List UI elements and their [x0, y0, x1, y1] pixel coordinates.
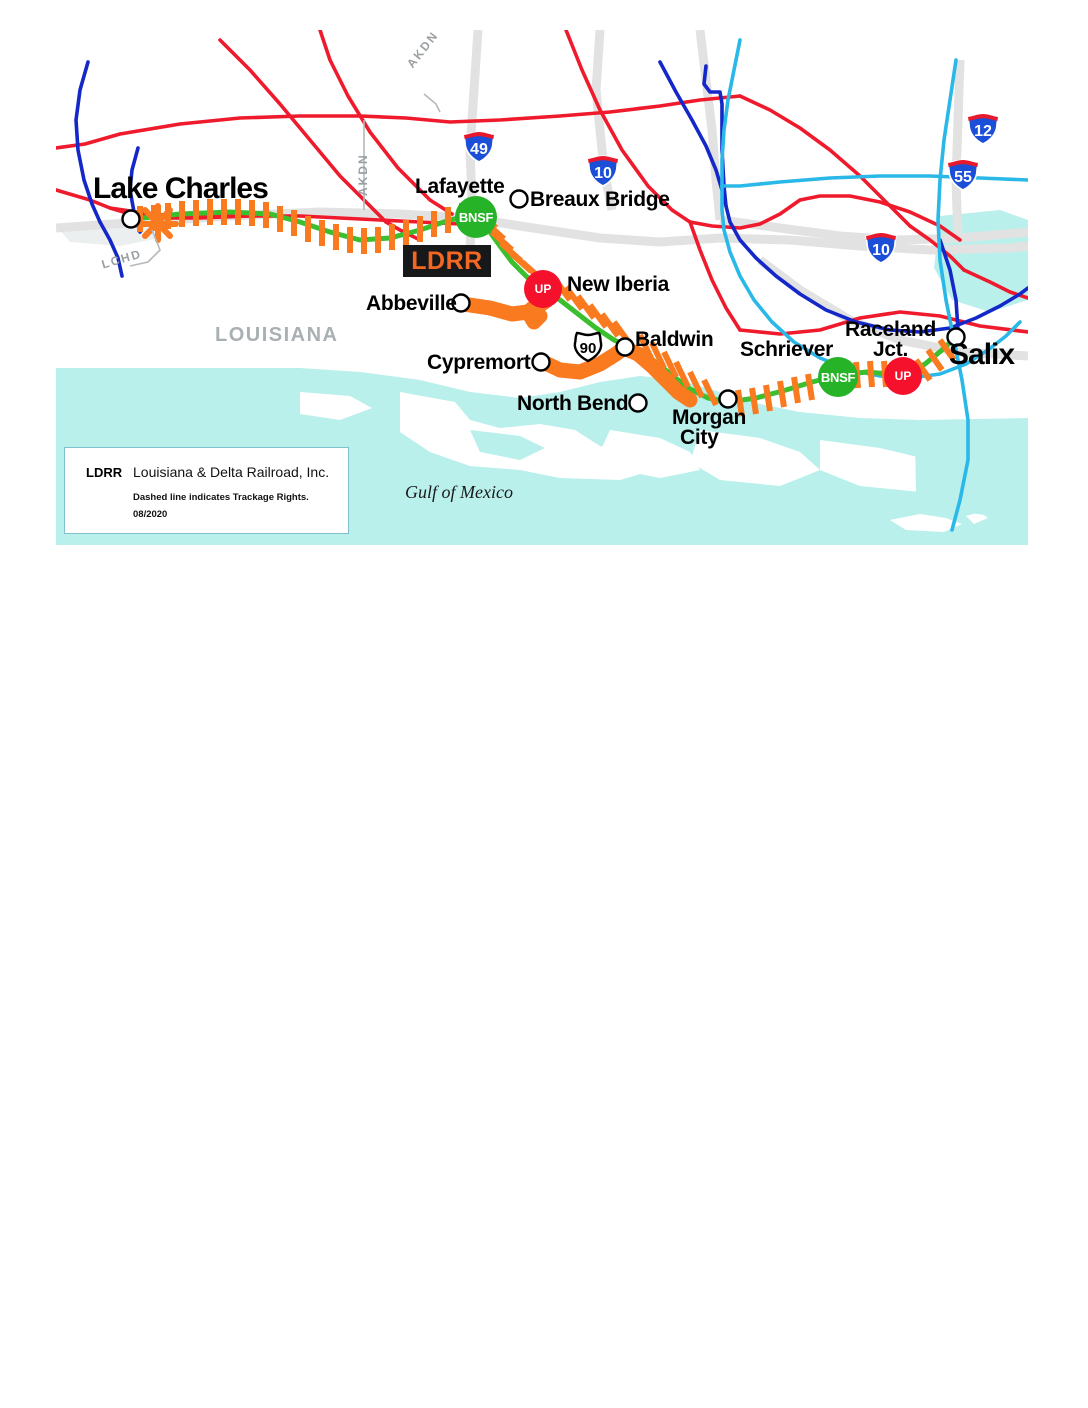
northbend-branch — [616, 340, 698, 408]
ldrr-owned-branches — [455, 294, 698, 408]
junction-badge-up-new-iberia[interactable]: UP — [524, 270, 562, 308]
city-label-raceland: Raceland — [845, 318, 936, 341]
cyan-railroad-lines — [720, 38, 1028, 532]
us-highway-shield-90: 90 — [570, 330, 606, 364]
ldrr-logo-label: LDRR — [411, 246, 483, 275]
shield-number: 90 — [579, 340, 597, 357]
junction-badge-up-raceland[interactable]: UP — [884, 357, 922, 395]
legend-trackage-note: Dashed line indicates Trackage Rights. — [133, 492, 309, 503]
legend-code: LDRR — [86, 465, 123, 480]
junction-badge-bnsf-lafayette[interactable]: BNSF — [455, 196, 497, 238]
city-label-breaux-bridge: Breaux Bridge — [530, 188, 670, 211]
city-label-schriever: Schriever — [740, 338, 834, 361]
city-dot-morgan-city — [718, 389, 738, 409]
interstate-shield-icon — [587, 155, 619, 187]
interstate-shield-55: 55 — [946, 159, 980, 191]
shield-number: 10 — [872, 242, 890, 259]
city-label-abbeville: Abbeville — [366, 292, 457, 315]
blue-railroad-lines — [74, 60, 1028, 334]
shield-number: 12 — [974, 123, 992, 140]
lake-charles-spur — [137, 203, 179, 243]
city-label-raceland-jct-second-line: Jct. — [873, 338, 908, 361]
interstate-shield-49: 49 — [462, 131, 496, 163]
junction-label: UP — [894, 369, 912, 383]
city-dots — [121, 189, 966, 413]
junction-label: BNSF — [458, 209, 494, 225]
city-label-lake-charles: Lake Charles — [93, 172, 269, 205]
city-label-north-bend: North Bend — [517, 392, 629, 415]
state-label-louisiana: LOUISIANA — [215, 324, 339, 346]
interstate-shield-icon — [947, 159, 979, 191]
shield-number: 55 — [954, 169, 972, 186]
city-dot-lake-charles — [121, 209, 141, 229]
city-dot-breaux-bridge — [509, 189, 529, 209]
city-label-baldwin: Baldwin — [635, 328, 714, 351]
ldrr-logo-box: LDRR — [403, 245, 491, 277]
city-dot-north-bend — [628, 393, 648, 413]
legend-box: LDRR Louisiana & Delta Railroad, Inc. Da… — [64, 447, 349, 534]
legend-date: 08/2020 — [133, 509, 168, 520]
interstate-shield-12: 12 — [966, 113, 1000, 145]
interstate-shield-icon — [865, 232, 897, 264]
interstate-shield-icon — [463, 131, 495, 163]
interstate-shield-10-east: 10 — [864, 232, 898, 264]
city-label-salix: Salix — [949, 338, 1015, 371]
water-label-gulf-of-mexico: Gulf of Mexico — [405, 482, 513, 502]
city-label-cypremort: Cypremort — [427, 351, 531, 374]
city-label-lafayette: Lafayette — [415, 175, 505, 198]
city-label-morgan-city-second-line: City — [680, 426, 719, 449]
city-dot-salix — [946, 327, 966, 347]
city-dot-baldwin — [615, 337, 635, 357]
junction-label: UP — [534, 282, 552, 296]
legend-railroad-name: Louisiana & Delta Railroad, Inc. — [133, 464, 330, 480]
interstate-shield-icon — [967, 113, 999, 145]
cypremort-branch — [535, 340, 632, 380]
shield-number: 49 — [470, 141, 488, 158]
city-dot-cypremort — [531, 352, 551, 372]
city-dot-abbeville — [451, 293, 471, 313]
railroad-code-akdn-south: AKDN — [356, 153, 370, 196]
leader-lines — [129, 93, 441, 267]
interstate-shield-10-west: 10 — [586, 155, 620, 187]
us-shield-icon — [573, 331, 603, 363]
city-label-new-iberia: New Iberia — [567, 273, 670, 296]
shield-number: 10 — [594, 165, 612, 182]
city-label-morgan: Morgan — [672, 406, 747, 429]
junction-label: BNSF — [820, 369, 856, 385]
junction-badge-bnsf-schriever[interactable]: BNSF — [818, 357, 858, 397]
